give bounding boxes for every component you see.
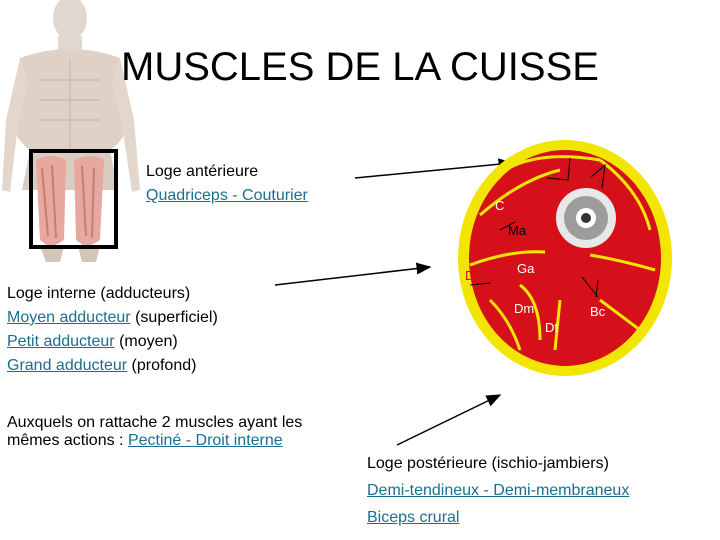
interior-heading-suffix: (adducteurs) [95, 285, 191, 302]
extra-muscles-note: Auxquels on rattache 2 muscles ayant les… [7, 414, 352, 450]
label-q: Q [583, 172, 593, 187]
arrow-anterior [354, 158, 514, 179]
label-c: C [495, 198, 504, 213]
interior-heading: Loge interne [7, 285, 96, 302]
anterior-heading: Loge antérieure [146, 163, 259, 180]
label-di: Di [465, 268, 477, 283]
interior-compartment: Loge interne (adducteurs) Moyen adducteu… [7, 282, 218, 378]
posterior-heading: Loge postérieure [367, 455, 488, 472]
link-pectine-droit-interne[interactable]: Pectiné - Droit interne [127, 432, 283, 449]
thigh-muscles-illustration [36, 156, 104, 262]
posterior-compartment: Loge postérieure (ischio-jambiers) Demi-… [367, 450, 629, 531]
label-ma: Ma [508, 223, 527, 238]
extra-note-text: Auxquels on rattache 2 muscles ayant les… [7, 414, 303, 449]
anatomy-figure-illustration [2, 0, 140, 192]
link-quadriceps-couturier[interactable]: Quadriceps - Couturier [146, 187, 308, 204]
anterior-compartment: Loge antérieure Quadriceps - Couturier [146, 160, 308, 208]
link-petit-adducteur[interactable]: Petit adducteur [7, 333, 115, 350]
link-demi-tendineux-demi-membraneux[interactable]: Demi-tendineux - Demi-membraneux [367, 482, 630, 499]
thigh-cross-section [458, 140, 672, 376]
link-grand-adducteur[interactable]: Grand adducteur [7, 357, 128, 374]
grand-adducteur-note: (profond) [127, 357, 197, 374]
label-ga: Ga [517, 261, 535, 276]
posterior-heading-suffix: (ischio-jambiers) [487, 455, 609, 472]
label-dt: Dt [545, 320, 558, 335]
arrow-posterior [396, 394, 502, 446]
link-biceps-crural[interactable]: Biceps crural [367, 509, 460, 526]
link-moyen-adducteur[interactable]: Moyen adducteur [7, 309, 131, 326]
arrow-interior [274, 262, 432, 286]
page-title: MUSCLES DE LA CUISSE [121, 45, 599, 89]
label-bc: Bc [590, 304, 606, 319]
petit-adducteur-note: (moyen) [114, 333, 178, 350]
label-dm: Dm [514, 301, 534, 316]
highlight-box [29, 149, 118, 249]
moyen-adducteur-note: (superficiel) [130, 309, 218, 326]
